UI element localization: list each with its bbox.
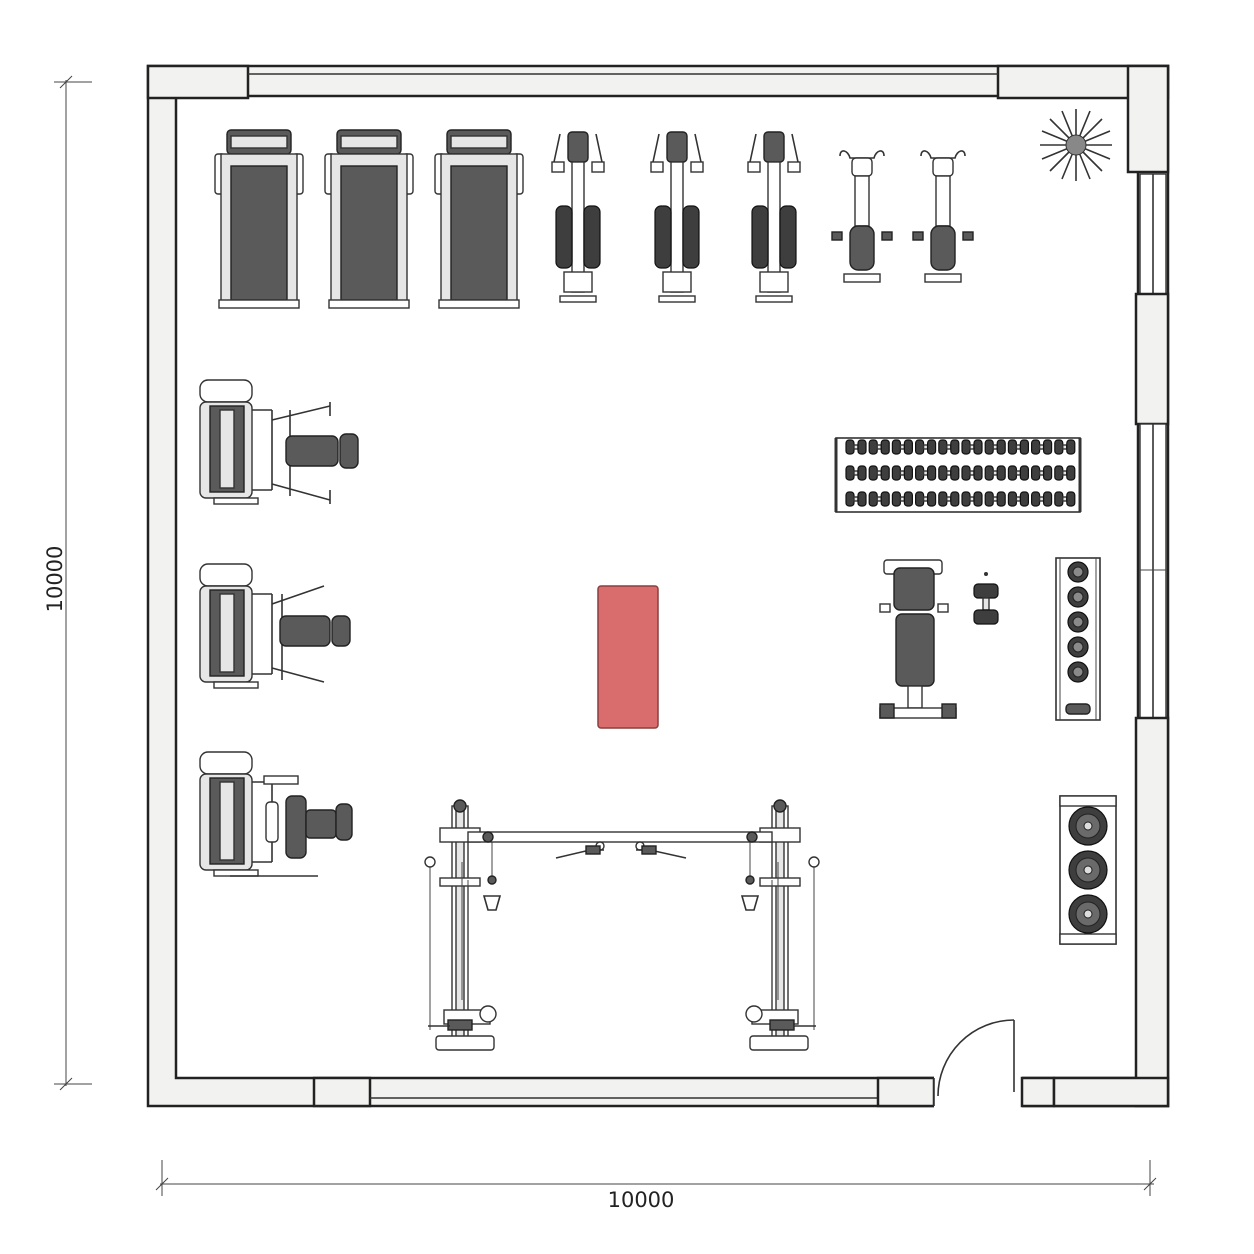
medicine-ball (1067, 611, 1089, 633)
dimension-width: 10000 (155, 1160, 1157, 1212)
height-label: 10000 (43, 546, 67, 613)
plate-tree (1059, 795, 1117, 945)
dumbbell-pair (891, 465, 914, 481)
strength-machine-2 (199, 563, 351, 689)
dumbbell-pair (1031, 465, 1053, 481)
medicine-ball (1067, 561, 1089, 583)
plant-icon (1040, 109, 1112, 181)
strength-machine-3 (199, 751, 353, 877)
dumbbell-pair (961, 439, 983, 455)
dumbbell-pair (961, 491, 983, 507)
dumbbell-pair (984, 465, 1006, 481)
strength-machine-1 (199, 379, 359, 505)
medicine-ball (1067, 661, 1089, 683)
dumbbell-pair (845, 491, 867, 507)
door (937, 1019, 1015, 1097)
dumbbell-pair (938, 465, 960, 481)
adjustable-bench (879, 559, 957, 719)
treadmill-3 (434, 129, 524, 309)
dumbbell-pair (1054, 439, 1076, 455)
dumbbell-pair (1031, 491, 1053, 507)
crossbar (467, 831, 773, 843)
dumbbell-pair (914, 491, 937, 507)
dumbbell-pair (1031, 439, 1053, 455)
medicine-ball (1067, 586, 1089, 608)
dumbbell-pair (914, 465, 937, 481)
dumbbell-pair (1007, 465, 1029, 481)
dumbbell-pair (984, 491, 1006, 507)
dumbbell-pair (961, 465, 983, 481)
dumbbell-pair (868, 491, 890, 507)
weight-plate (1068, 806, 1108, 846)
dumbbell-pair (1007, 491, 1029, 507)
dumbbell-pair (1054, 491, 1076, 507)
dumbbell-pair (914, 439, 937, 455)
dimension-height: 10000 (43, 75, 92, 1091)
dumbbell-pair (845, 465, 867, 481)
dumbbell-pair (845, 439, 867, 455)
exercise-mat (597, 585, 659, 729)
medicine-ball-rack (1055, 557, 1101, 721)
weight-plate (1068, 850, 1108, 890)
weight-plate (1068, 894, 1108, 934)
dumbbell-rack (834, 437, 1082, 513)
cable-tower-right (740, 799, 820, 1051)
dumbbell-pair (1054, 465, 1076, 481)
cable-crossover (424, 799, 820, 1051)
treadmill-2 (324, 129, 414, 309)
width-label: 10000 (608, 1188, 675, 1212)
dumbbell-pair (891, 491, 914, 507)
dumbbell-pair (938, 439, 960, 455)
treadmill-1 (214, 129, 304, 309)
medicine-ball (1067, 636, 1089, 658)
dumbbell-pair (868, 439, 890, 455)
dumbbell-icon (973, 572, 999, 625)
dumbbell-pair (868, 465, 890, 481)
dumbbell-pair (938, 491, 960, 507)
dumbbell-pair (891, 439, 914, 455)
dumbbell-pair (1007, 439, 1029, 455)
dumbbell-pair (984, 439, 1006, 455)
